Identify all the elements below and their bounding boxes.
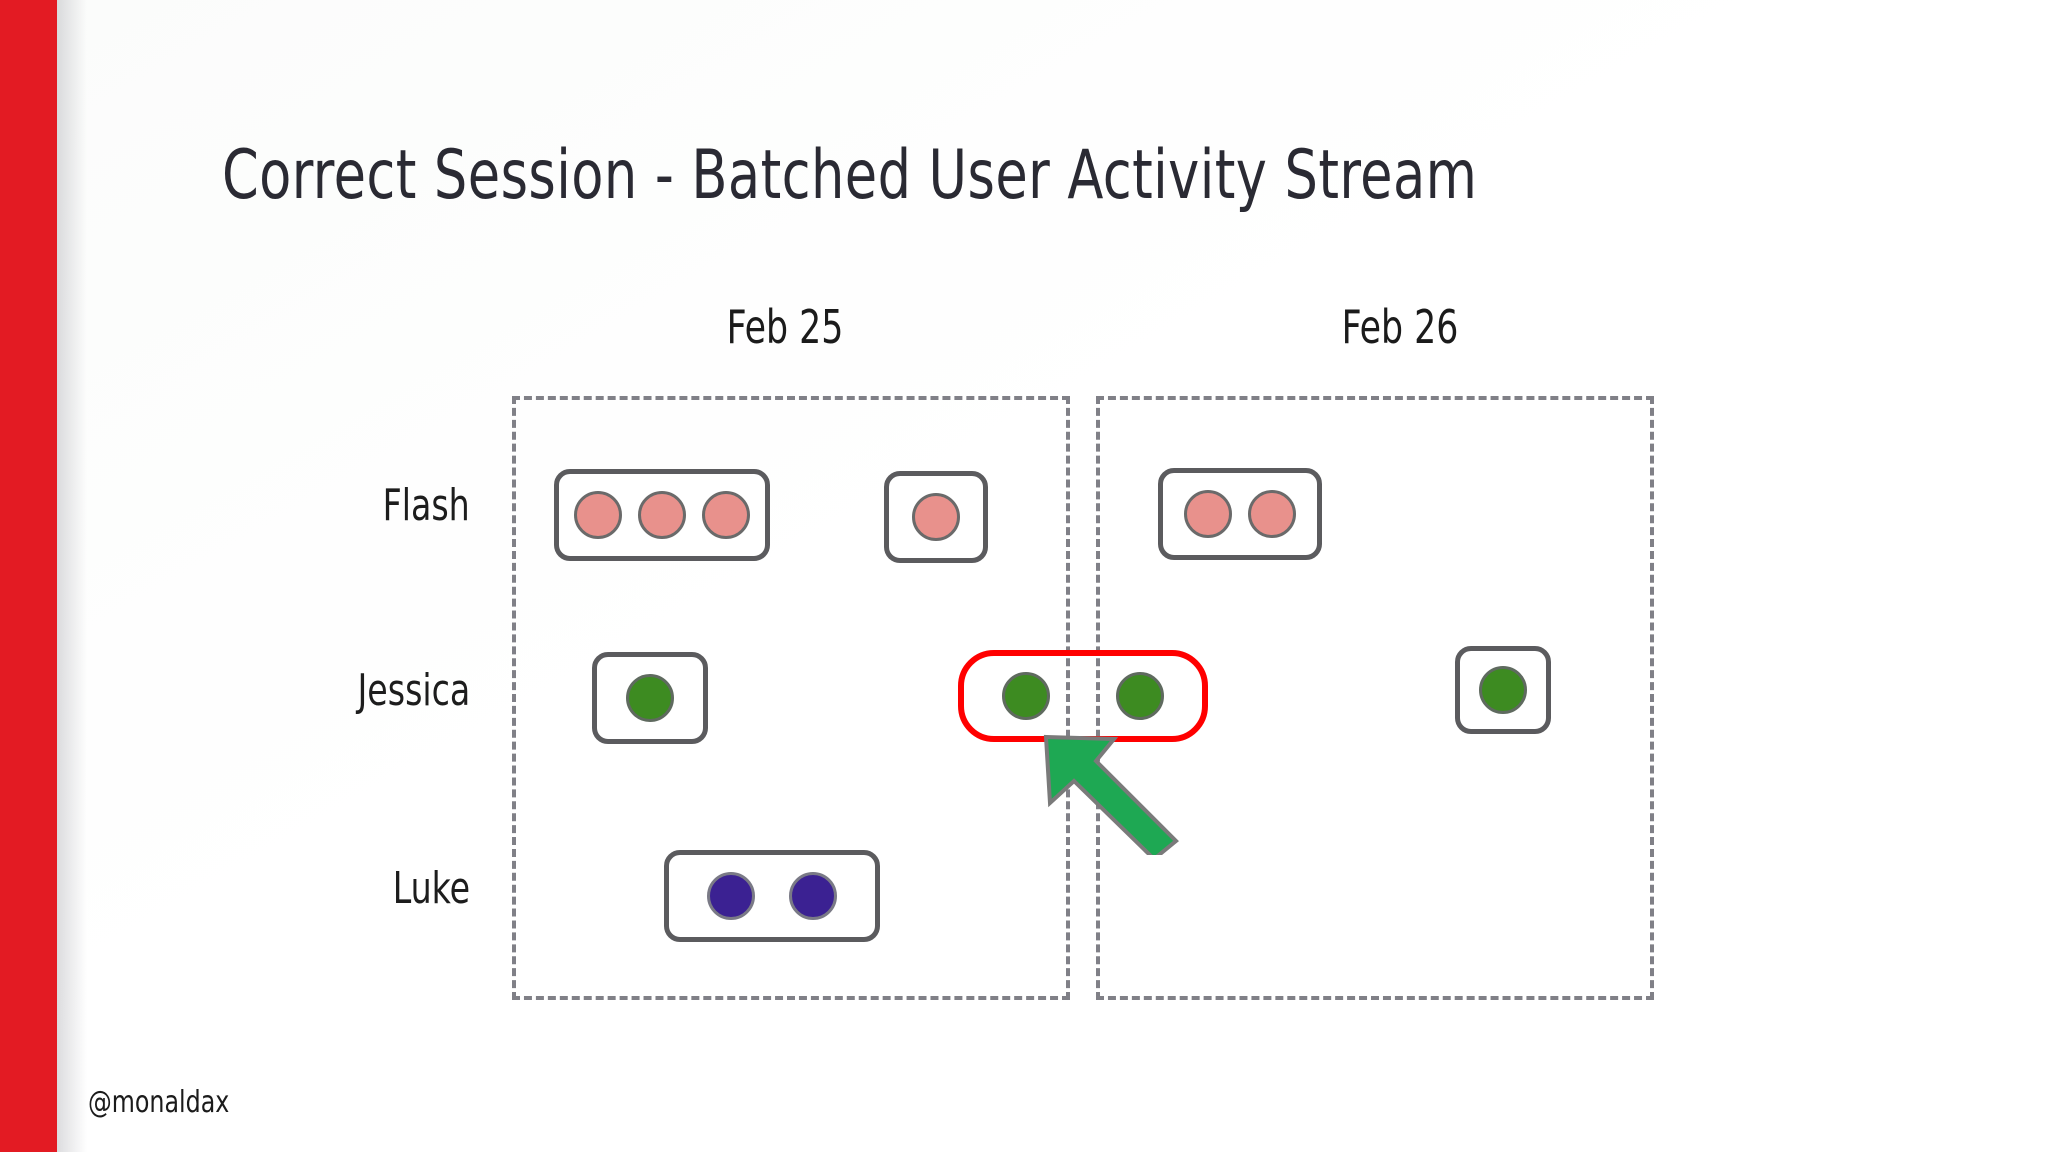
author-watermark: @monaldax [88,1085,230,1120]
day-panel-feb-26 [1096,396,1654,1000]
day-panel-feb-25 [512,396,1070,1000]
callout-arrow-icon [1043,734,1179,855]
event-dot [1479,666,1527,714]
event-dot [789,872,837,920]
batch-flash-feb25-b [884,471,988,563]
event-dot [626,674,674,722]
event-dot [1116,672,1164,720]
row-label-luke: Luke [392,863,470,914]
event-dot [702,491,750,539]
day-header-feb-25: Feb 25 [726,300,844,354]
batch-jessica-feb25-a [592,652,708,744]
event-dot [707,872,755,920]
event-dot [1248,490,1296,538]
event-dot [638,491,686,539]
slide-background [57,0,2048,1152]
batch-jessica-feb26-a [1455,646,1551,734]
event-dot [912,493,960,541]
day-header-feb-26: Feb 26 [1341,300,1459,354]
row-label-flash: Flash [382,480,470,531]
left-accent-bar [0,0,57,1152]
event-dot [574,491,622,539]
page-title: Correct Session - Batched User Activity … [222,136,1478,215]
row-label-jessica: Jessica [357,665,470,716]
accent-bar-shadow [57,0,87,1152]
batch-jessica-cross-day-highlighted [958,650,1208,742]
batch-luke-feb25-a [664,850,880,942]
event-dot [1184,490,1232,538]
event-dot [1002,672,1050,720]
batch-flash-feb25-a [554,469,770,561]
batch-flash-feb26-a [1158,468,1322,560]
